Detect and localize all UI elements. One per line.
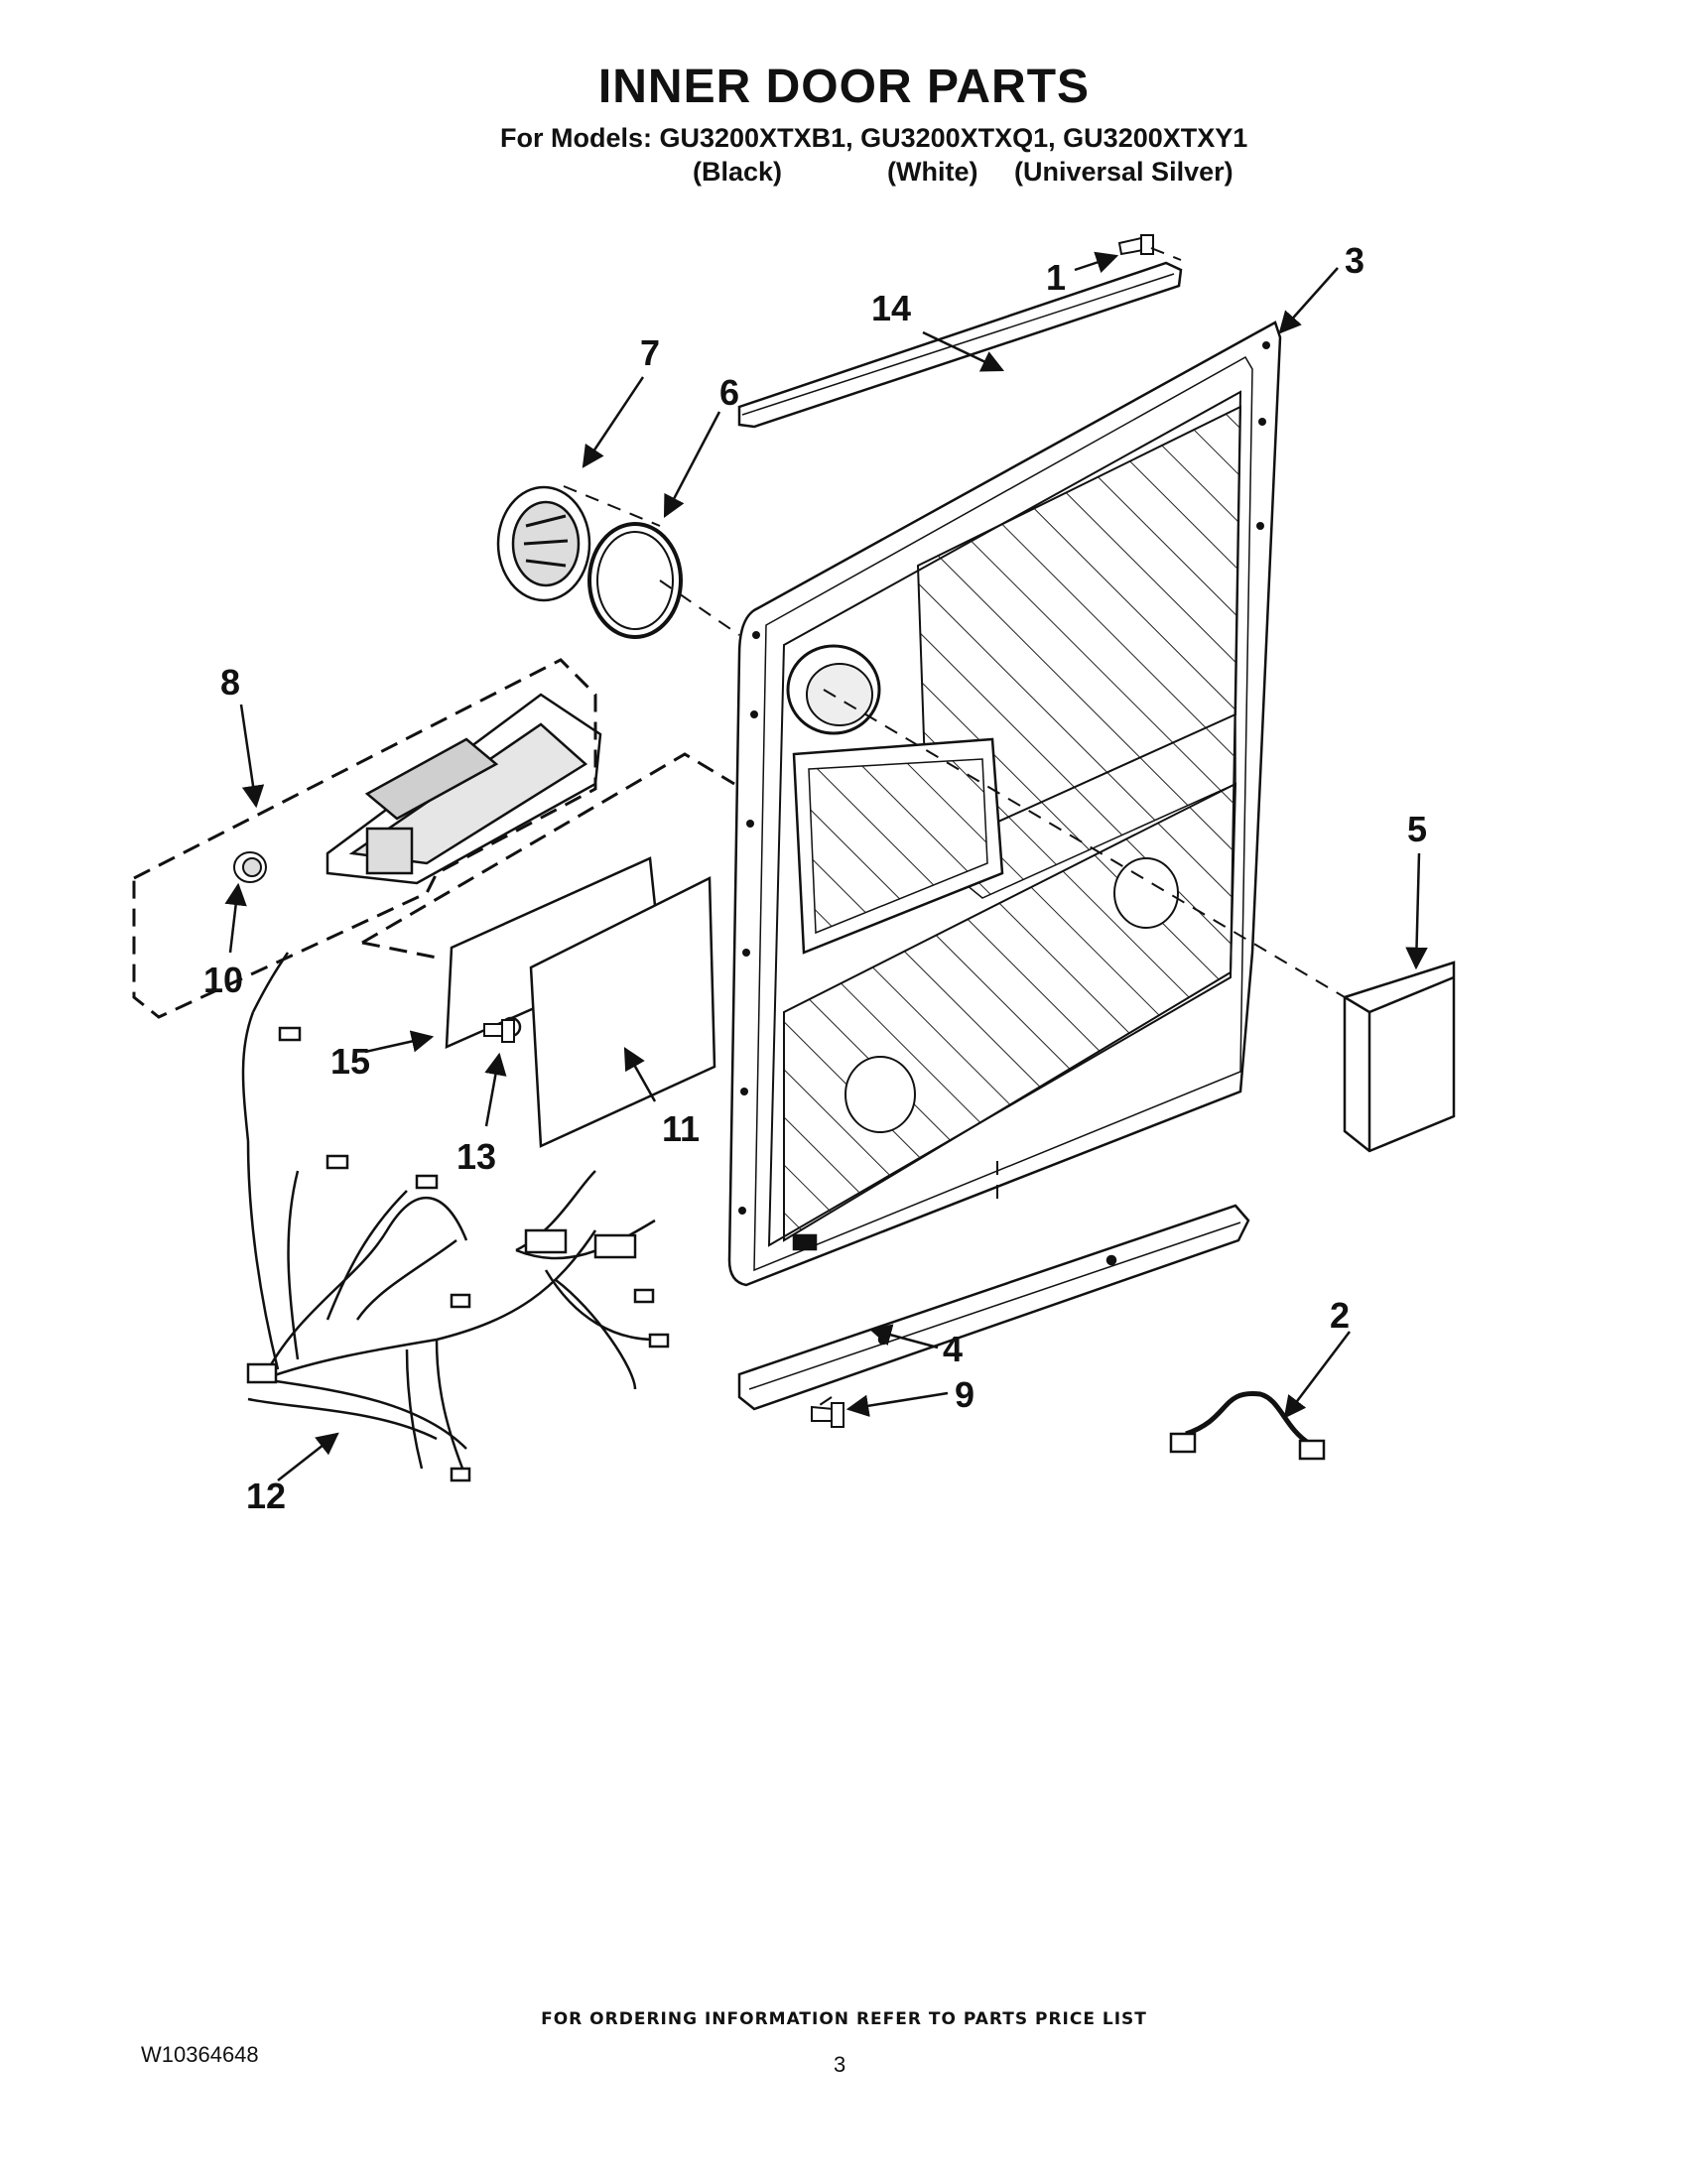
page-title: INNER DOOR PARTS — [597, 61, 1091, 113]
wiring-harness — [241, 952, 670, 1482]
wire-connector — [1169, 1390, 1326, 1461]
callout-8: 8 — [220, 662, 240, 703]
dispenser-knob — [233, 851, 267, 883]
page-number: 3 — [834, 2052, 846, 2077]
screw-part-13 — [483, 1019, 515, 1043]
color-label-black: (Black) — [693, 157, 783, 187]
callout-4: 4 — [943, 1329, 963, 1369]
ordering-note: FOR ORDERING INFORMATION REFER TO PARTS … — [541, 2009, 1147, 2029]
top-trim-strip — [737, 261, 1183, 429]
screw-part-1 — [1117, 234, 1154, 256]
callout-7: 7 — [640, 332, 660, 373]
control-boards — [445, 856, 716, 1148]
color-label-silver: (Universal Silver) — [1014, 157, 1234, 187]
assembly-leader-lines — [563, 247, 1346, 1410]
callout-arrows — [224, 251, 1428, 1481]
callout-5: 5 — [1407, 809, 1427, 849]
bracket — [1343, 961, 1456, 1153]
screw-part-9 — [811, 1402, 844, 1428]
callout-11: 11 — [662, 1108, 700, 1149]
callout-1: 1 — [1046, 257, 1066, 298]
inner-door-panel — [727, 321, 1282, 1287]
callout-2: 2 — [1330, 1295, 1350, 1336]
vent-cap — [496, 485, 591, 602]
callout-14: 14 — [871, 288, 911, 328]
callout-3: 3 — [1345, 240, 1364, 281]
document-number: W10364648 — [141, 2042, 259, 2067]
models-line: For Models: GU3200XTXB1, GU3200XTXQ1, GU… — [500, 123, 1248, 153]
dispenser-assembly — [325, 693, 602, 885]
callout-12: 12 — [246, 1476, 286, 1516]
callout-labels: 1 2 3 4 5 6 7 8 9 10 11 12 13 14 15 — [203, 240, 1427, 1516]
callout-6: 6 — [719, 372, 739, 413]
dispenser-outline — [132, 658, 597, 1019]
callout-10: 10 — [203, 960, 243, 1000]
callout-13: 13 — [456, 1136, 496, 1177]
board-outline — [361, 752, 735, 960]
callout-9: 9 — [955, 1374, 974, 1415]
color-label-white: (White) — [887, 157, 978, 187]
gasket-ring — [587, 522, 683, 639]
callout-15: 15 — [330, 1041, 370, 1082]
